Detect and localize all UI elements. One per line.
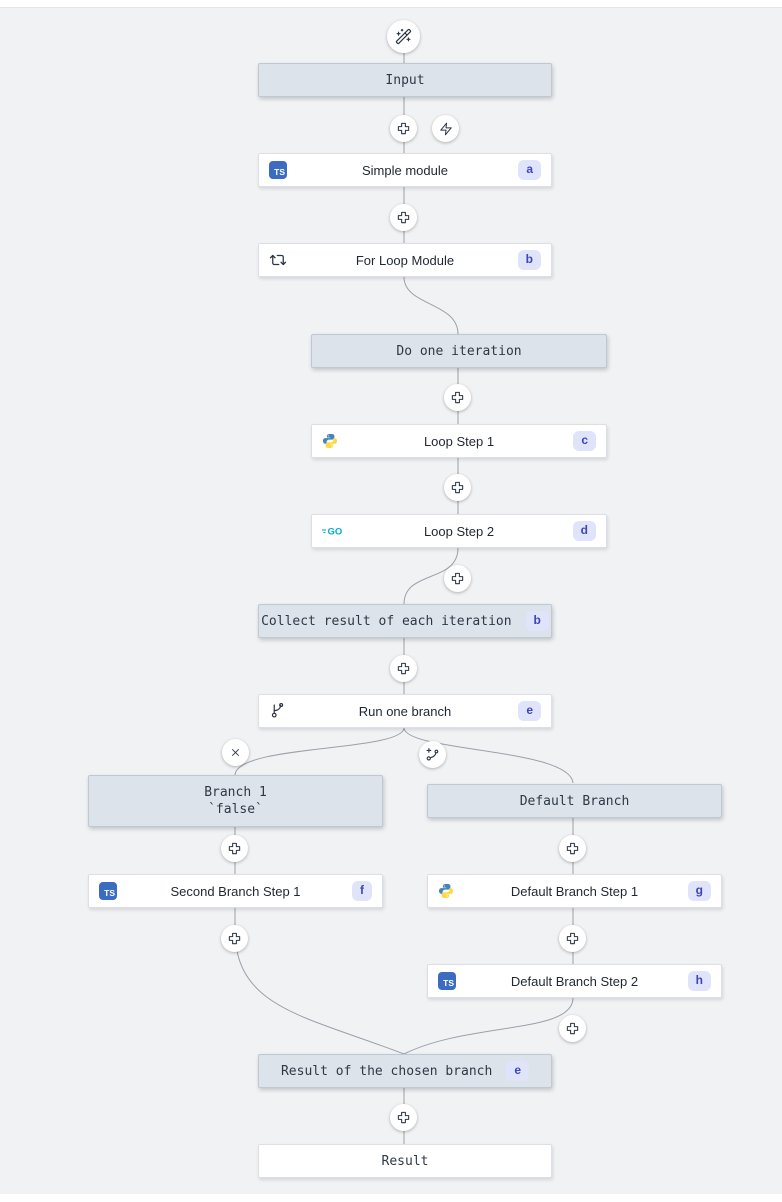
node-label: Collect result of each iteration [261,613,512,629]
insert-step-button[interactable] [221,835,248,862]
step-id-badge: e [506,1061,529,1081]
plus-cross-icon [566,1022,579,1035]
plus-cross-icon [228,932,241,945]
insert-step-button[interactable] [444,565,471,592]
node-label: Loop Step 2 [423,523,495,539]
node-loop-step-1[interactable]: Loop Step 1 c [311,424,607,458]
node-input[interactable]: Input [258,63,552,97]
python-icon [438,883,454,899]
branch-condition: `false` [208,802,263,817]
branch-title: Branch 1 [204,785,267,800]
plus-cross-icon [397,662,410,675]
typescript-icon: TS [269,161,287,179]
node-label: Result of the chosen branch [280,1063,493,1079]
python-icon [322,433,338,449]
insert-step-button[interactable] [390,655,417,682]
plus-cross-icon [228,842,241,855]
insert-step-button[interactable] [559,1015,586,1042]
plus-cross-icon [566,842,579,855]
node-label: Run one branch [358,703,452,719]
step-id-badge: d [572,521,596,541]
insert-step-button[interactable] [559,925,586,952]
step-id-badge: b [517,250,541,270]
plus-cross-icon [397,1111,410,1124]
insert-step-button[interactable] [390,204,417,231]
plus-cross-icon [566,932,579,945]
node-label: For Loop Module [355,252,455,268]
node-default-branch[interactable]: Default Branch [427,784,722,818]
node-default-branch-step-2[interactable]: TS Default Branch Step 2 h [427,964,722,998]
repeat-icon [269,251,287,269]
typescript-icon: TS [438,972,456,990]
node-do-one-iteration[interactable]: Do one iteration [311,334,607,368]
insert-step-button[interactable] [390,1104,417,1131]
step-id-badge: a [518,160,541,180]
typescript-icon: TS [99,882,117,900]
step-id-badge: c [573,431,596,451]
step-id-badge: h [687,971,711,991]
plus-cross-icon [451,572,464,585]
flow-canvas[interactable]: Input TS Simple module a For Loop Module… [0,7,782,1194]
node-label: Default Branch Step 2 [510,973,639,989]
git-branch-icon [269,702,287,720]
insert-step-button[interactable] [444,384,471,411]
node-for-loop-module[interactable]: For Loop Module b [258,243,552,277]
add-trigger-button[interactable] [432,115,459,142]
node-simple-module[interactable]: TS Simple module a [258,153,552,187]
plus-cross-icon [397,122,410,135]
node-label: Input [385,72,425,88]
flow-ai-button[interactable] [387,20,420,53]
zap-icon [439,122,452,135]
step-id-badge: f [352,881,372,901]
node-label: Simple module [362,162,448,178]
insert-step-button[interactable] [221,925,248,952]
node-label: Second Branch Step 1 [170,883,301,899]
add-branch-button[interactable] [419,741,446,768]
node-branch-1[interactable]: Branch 1 `false` [88,775,383,827]
node-label: Result [381,1153,429,1169]
node-label: Default Branch [519,793,630,809]
wand-sparkles-icon [395,28,412,45]
step-id-badge: e [518,701,541,721]
node-collect-result[interactable]: Collect result of each iteration b [258,604,552,638]
step-id-badge: b [525,611,549,631]
insert-step-button[interactable] [444,474,471,501]
node-run-one-branch[interactable]: Run one branch e [258,694,552,728]
plus-cross-icon [451,391,464,404]
node-default-branch-step-1[interactable]: Default Branch Step 1 g [427,874,722,908]
node-label: Loop Step 1 [423,433,495,449]
go-icon: GO [322,524,344,538]
step-id-badge: g [687,881,711,901]
node-label: Do one iteration [396,343,522,359]
plus-cross-icon [451,481,464,494]
add-branch-icon [426,747,439,761]
node-result-of-chosen-branch[interactable]: Result of the chosen branch e [258,1054,552,1088]
svg-text:GO: GO [328,527,343,538]
node-result[interactable]: Result [258,1144,552,1178]
insert-step-button[interactable] [559,835,586,862]
x-icon [232,749,239,756]
node-second-branch-step-1[interactable]: TS Second Branch Step 1 f [88,874,383,908]
remove-branch-button[interactable] [222,739,249,766]
node-label: Default Branch Step 1 [510,883,639,899]
insert-step-button[interactable] [390,115,417,142]
plus-cross-icon [397,211,410,224]
node-loop-step-2[interactable]: GO Loop Step 2 d [311,514,607,548]
